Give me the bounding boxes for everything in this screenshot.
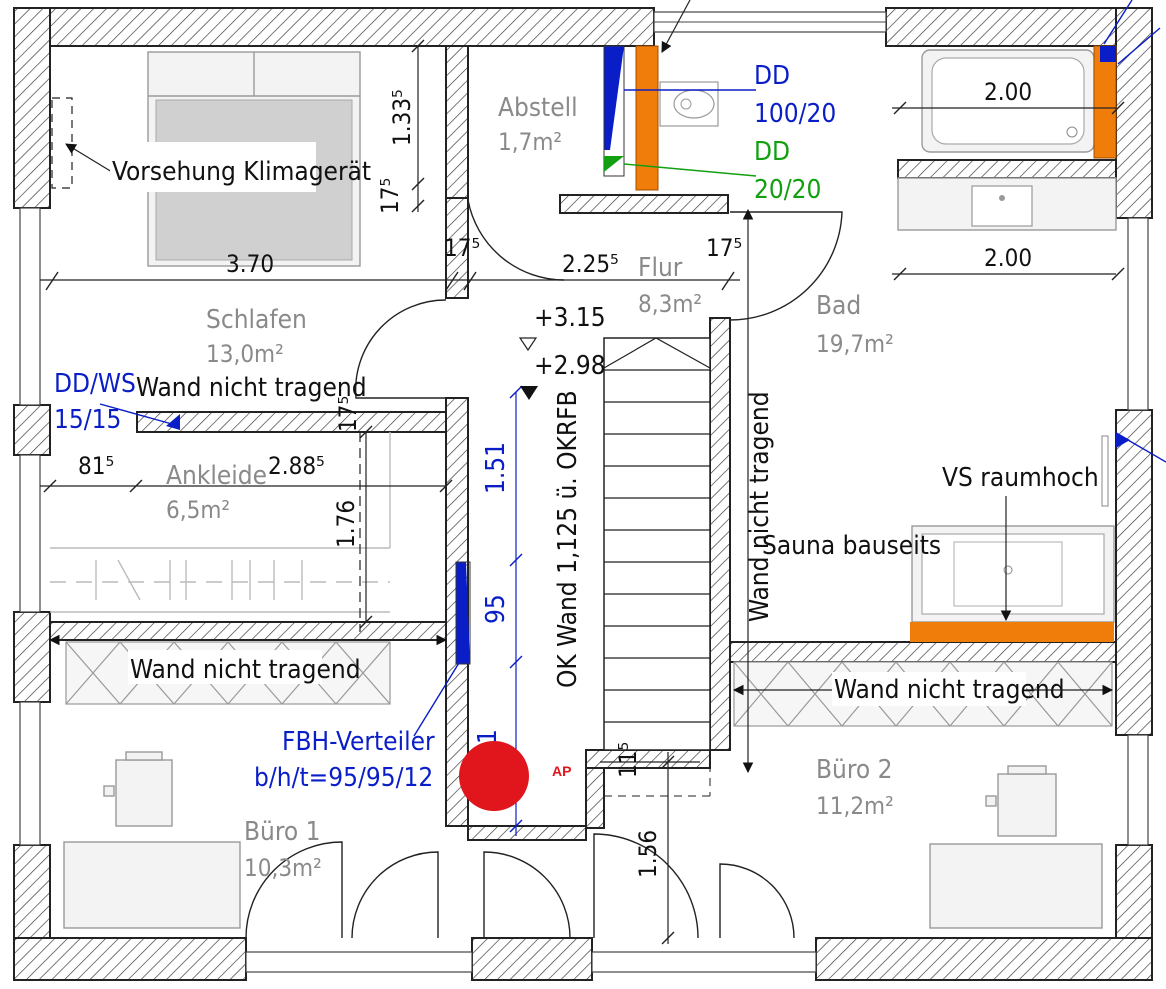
label-level-upper: +3.15 xyxy=(534,303,606,333)
room-abstell-name: Abstell xyxy=(498,93,578,123)
room-buero1-name: Büro 1 xyxy=(244,817,321,847)
staircase xyxy=(603,337,711,797)
label-wand-vertical: Wand nicht tragend xyxy=(745,391,775,622)
room-buero2-name: Büro 2 xyxy=(816,755,893,785)
room-bad-name: Bad xyxy=(816,291,861,321)
annot-dd1-line2: 100/20 xyxy=(754,99,836,129)
annot-ddws-line1: DD/WS xyxy=(54,369,136,399)
dim-200a: 2.00 xyxy=(984,78,1032,106)
desk-buero1 xyxy=(63,751,241,929)
room-schlafen-area: 13,0m² xyxy=(206,340,284,368)
dim-176: 1.76 xyxy=(332,500,360,548)
annot-dd1-line1: DD xyxy=(754,61,790,91)
washbasin xyxy=(897,177,1117,231)
dim-200b: 2.00 xyxy=(984,244,1032,272)
dimension-ticks xyxy=(43,39,1125,945)
dim-95: 95 xyxy=(481,594,511,624)
outer-walls xyxy=(13,7,1153,981)
label-ok-wand: OK Wand 1,125 ü. OKRFB xyxy=(553,390,583,688)
dim-225: 2.25⁵ xyxy=(562,250,619,278)
room-buero1-area: 10,3m² xyxy=(244,854,322,882)
doors xyxy=(245,199,843,939)
room-bad-area: 19,7m² xyxy=(816,330,894,358)
dim-11: 11⁵ xyxy=(614,742,642,778)
level-markers xyxy=(518,337,538,400)
windows xyxy=(19,11,1149,973)
desk-buero2 xyxy=(929,765,1103,929)
annot-fbh-line1: FBH-Verteiler xyxy=(282,727,435,757)
dim-17a: 17⁵ xyxy=(376,178,404,214)
orange-shafts xyxy=(635,45,1117,191)
label-wand-buero1: Wand nicht tragend xyxy=(130,655,361,685)
bathtub xyxy=(921,49,1095,153)
klimageraet-outline xyxy=(51,97,73,189)
dim-17b: 17⁵ xyxy=(444,234,480,262)
sauna xyxy=(911,525,1115,623)
label-ap: AP xyxy=(552,763,571,779)
label-level-lower: +2.98 xyxy=(534,351,606,381)
annot-dd2-line1: DD xyxy=(754,137,790,167)
room-flur-name: Flur xyxy=(638,253,683,283)
label-wand-buero2: Wand nicht tragend xyxy=(834,675,1065,705)
annot-fbh-line2: b/h/t=95/95/12 xyxy=(254,763,433,793)
annot-ddws-line2: 15/15 xyxy=(54,405,121,435)
label-klimageraet: Vorsehung Klimagerät xyxy=(112,157,371,187)
dim-1bottom: 1 xyxy=(473,729,503,744)
room-ankleide-name: Ankleide xyxy=(166,461,267,491)
room-schlafen-name: Schlafen xyxy=(206,305,307,335)
dim-370: 3.70 xyxy=(226,250,274,278)
dimension-lines xyxy=(40,0,1116,944)
toilet xyxy=(659,81,719,127)
ap-marker xyxy=(459,741,529,811)
dim-17c: 17⁵ xyxy=(706,234,742,262)
room-buero2-area: 11,2m² xyxy=(816,792,894,820)
room-flur-area: 8,3m² xyxy=(638,290,702,318)
room-abstell-area: 1,7m² xyxy=(498,128,562,156)
dim-156: 1.56 xyxy=(634,830,662,878)
label-vs-raumhoch: VS raumhoch xyxy=(942,463,1099,493)
dim-17d: 17⁵ xyxy=(334,396,362,432)
room-ankleide-area: 6,5m² xyxy=(166,496,230,524)
annot-dd2-line2: 20/20 xyxy=(754,175,821,205)
vs-raumhoch-mark xyxy=(910,435,1114,642)
dim-151: 1.51 xyxy=(481,442,511,494)
wardrobe xyxy=(50,432,391,632)
label-sauna: Sauna bauseits xyxy=(762,531,941,561)
label-wand-schlafen: Wand nicht tragend xyxy=(136,373,367,403)
dim-133: 1.33⁵ xyxy=(388,89,416,146)
dim-288: 2.88⁵ xyxy=(268,452,325,480)
blue-markers xyxy=(99,0,1166,737)
dim-81: 81⁵ xyxy=(78,452,114,480)
